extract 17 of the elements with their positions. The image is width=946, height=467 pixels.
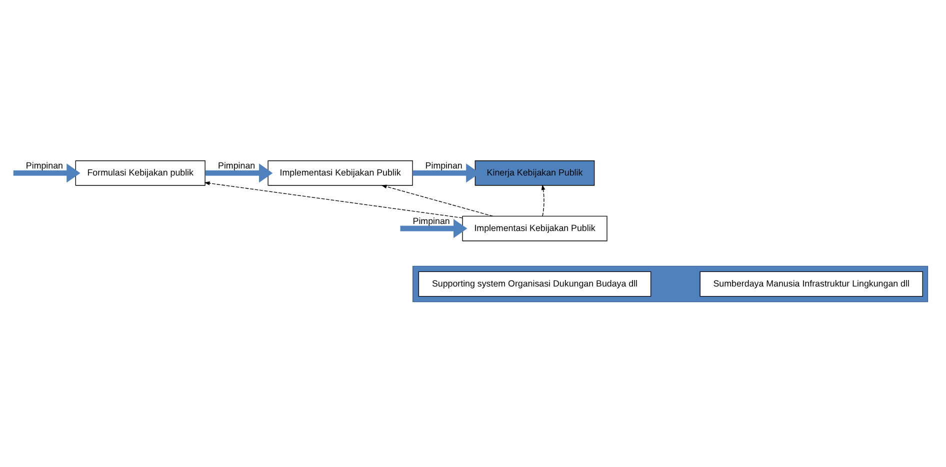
arrow: [400, 218, 468, 238]
arrow: [13, 163, 80, 182]
edge-label: Pimpinan: [218, 160, 256, 170]
node-box: Kinerja Kebijakan Publik: [474, 160, 595, 186]
node-box: Implementasi Kebijakan Publik: [268, 160, 413, 186]
edge-label: Pimpinan: [425, 160, 462, 170]
arrow: [205, 163, 273, 182]
edge-label: Pimpinan: [412, 216, 450, 226]
arrow: [381, 184, 494, 216]
arrow: [204, 180, 463, 218]
arrow: [541, 184, 546, 216]
node-box: Implementasi Kebijakan Publik: [462, 215, 608, 241]
node-box: Formulasi Kebijakan publik: [75, 160, 206, 186]
cluster: [412, 265, 928, 302]
edge-label: Pimpinan: [26, 160, 63, 170]
node-box: Sumberdaya Manusia Infrastruktur Lingkungan dll: [700, 270, 923, 296]
node-box: Supporting system Organisasi Dukungan Budaya dll: [418, 270, 652, 296]
